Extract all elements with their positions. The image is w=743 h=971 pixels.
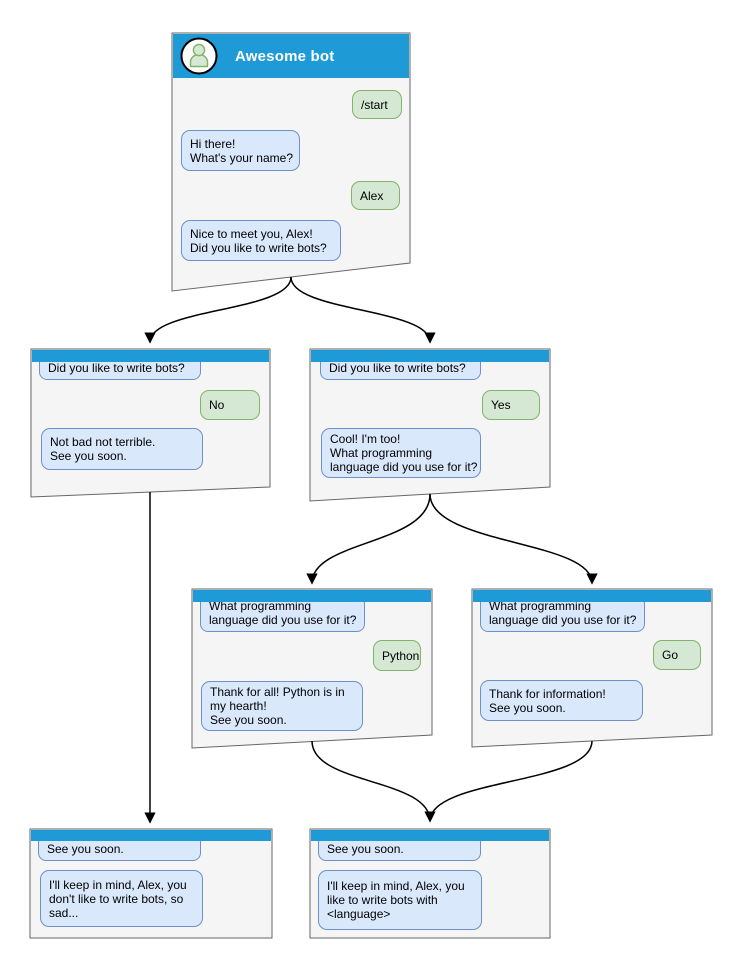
bot-message-bubble: Thank for information! See you soon. — [480, 680, 643, 721]
user-message-bubble: No — [200, 390, 260, 420]
chat-header-main: Awesome bot — [173, 34, 409, 78]
arrow-main-to-no — [144, 276, 292, 344]
bot-message-bubble: Hi there! What's your name? — [181, 130, 300, 171]
arrow-main-to-yes — [290, 276, 436, 344]
chat-header-branch-no — [32, 350, 269, 362]
user-avatar-icon — [180, 37, 218, 75]
user-message-bubble: Go — [653, 640, 701, 670]
bot-message-bubble: I'll keep in mind, Alex, you like to wri… — [318, 870, 482, 930]
bot-message-bubble: I'll keep in mind, Alex, you don't like … — [40, 870, 203, 927]
user-message-bubble: /start — [352, 90, 402, 119]
bot-message-bubble: Thank for all! Python is in my hearth! S… — [201, 681, 363, 731]
bot-message-bubble: Not bad not terrible. See you soon. — [41, 428, 203, 470]
chat-header-end-no — [31, 830, 271, 841]
user-message-bubble: Alex — [351, 181, 400, 210]
arrow-go-to-end — [429, 740, 593, 822]
user-message-bubble: Yes — [482, 390, 540, 420]
arrow-python-to-end — [311, 740, 436, 823]
user-message-bubble: Python — [373, 640, 421, 671]
bot-window-title: Awesome bot — [235, 47, 335, 65]
arrow-yes-to-python — [306, 493, 431, 585]
chat-header-branch-go — [473, 590, 711, 602]
chat-header-branch-python — [193, 590, 431, 602]
arrow-yes-to-go — [429, 493, 598, 585]
bot-message-bubble: Cool! I'm too! What programming language… — [321, 428, 481, 478]
chat-header-branch-yes — [311, 350, 549, 362]
avatar — [180, 37, 218, 75]
bot-message-bubble: Nice to meet you, Alex! Did you like to … — [181, 220, 341, 261]
chat-header-end-yes — [311, 830, 549, 841]
